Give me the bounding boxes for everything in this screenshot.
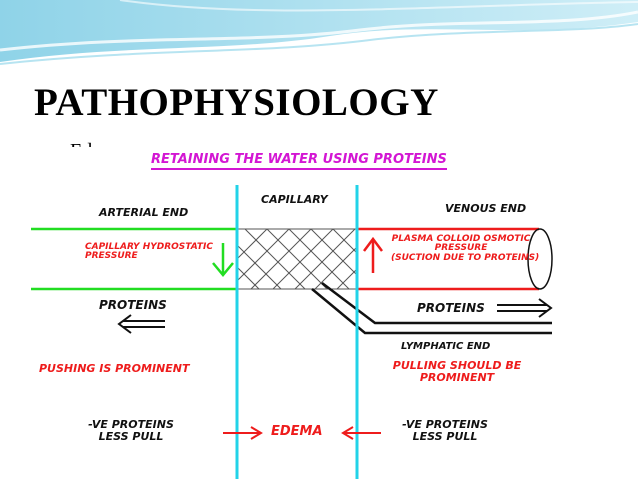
hydrostatic-pressure-label: CAPILLARY HYDROSTATIC PRESSURE (85, 242, 213, 262)
edema-diagram: RETAINING THE WATER USING PROTEINS CAPIL… (27, 147, 587, 479)
pushing-label: PUSHING IS PROMINENT (39, 362, 190, 375)
arterial-vessel (31, 227, 237, 291)
right-bottom-line-1: -VE PROTEINS (402, 418, 488, 431)
proteins-left-label: PROTEINS (99, 298, 167, 312)
hydrostatic-down-arrow (212, 243, 234, 277)
proteins-right-arrow (497, 298, 553, 318)
hydrostatic-line-2: PRESSURE (85, 251, 138, 262)
edema-left-arrow (341, 426, 381, 440)
right-negative-proteins-label: -VE PROTEINS LESS PULL (385, 419, 505, 442)
venous-vessel (357, 227, 539, 291)
header-wave-decoration (0, 0, 638, 65)
pulling-line-1: PULLING SHOULD BE (392, 359, 522, 372)
slide-title: PATHOPHYSIOLOGY (34, 81, 439, 124)
left-negative-proteins-label: -VE PROTEINS LESS PULL (71, 419, 191, 442)
vessel-end-ellipse (527, 228, 553, 290)
hydrostatic-line-1: CAPILLARY HYDROSTATIC (85, 242, 213, 252)
osmotic-line-3: (SUCTION DUE TO PROTEINS) (391, 252, 540, 263)
osmotic-up-arrow (363, 236, 383, 273)
arterial-end-label: ARTERIAL END (99, 206, 189, 219)
edema-right-arrow (223, 426, 263, 440)
capillary-boundaries (235, 185, 359, 479)
osmotic-line-2: PRESSURE (434, 243, 488, 254)
lymphatic-end-label: LYMPHATIC END (401, 341, 491, 352)
proteins-left-arrow (117, 314, 165, 334)
proteins-right-label: PROTEINS (417, 301, 485, 315)
pulling-line-2: PROMINENT (419, 370, 495, 384)
right-bottom-line-2: LESS PULL (412, 429, 478, 443)
capillary-crosshatch (236, 228, 358, 290)
osmotic-line-1: PLASMA COLLOID OSMOTIC (391, 234, 531, 244)
diagram-graphics (31, 185, 553, 479)
pulling-label: PULLING SHOULD BE PROMINENT (377, 360, 537, 383)
lymphatic-vessel (311, 282, 552, 335)
edema-label: EDEMA (271, 424, 323, 439)
left-bottom-line-1: -VE PROTEINS (88, 418, 174, 431)
capillary-label: CAPILLARY (261, 193, 328, 206)
osmotic-pressure-label: PLASMA COLLOID OSMOTIC PRESSURE (SUCTION… (391, 234, 540, 263)
left-bottom-line-2: LESS PULL (98, 429, 164, 443)
venous-end-label: VENOUS END (445, 202, 527, 215)
diagram-title: RETAINING THE WATER USING PROTEINS (151, 153, 447, 170)
